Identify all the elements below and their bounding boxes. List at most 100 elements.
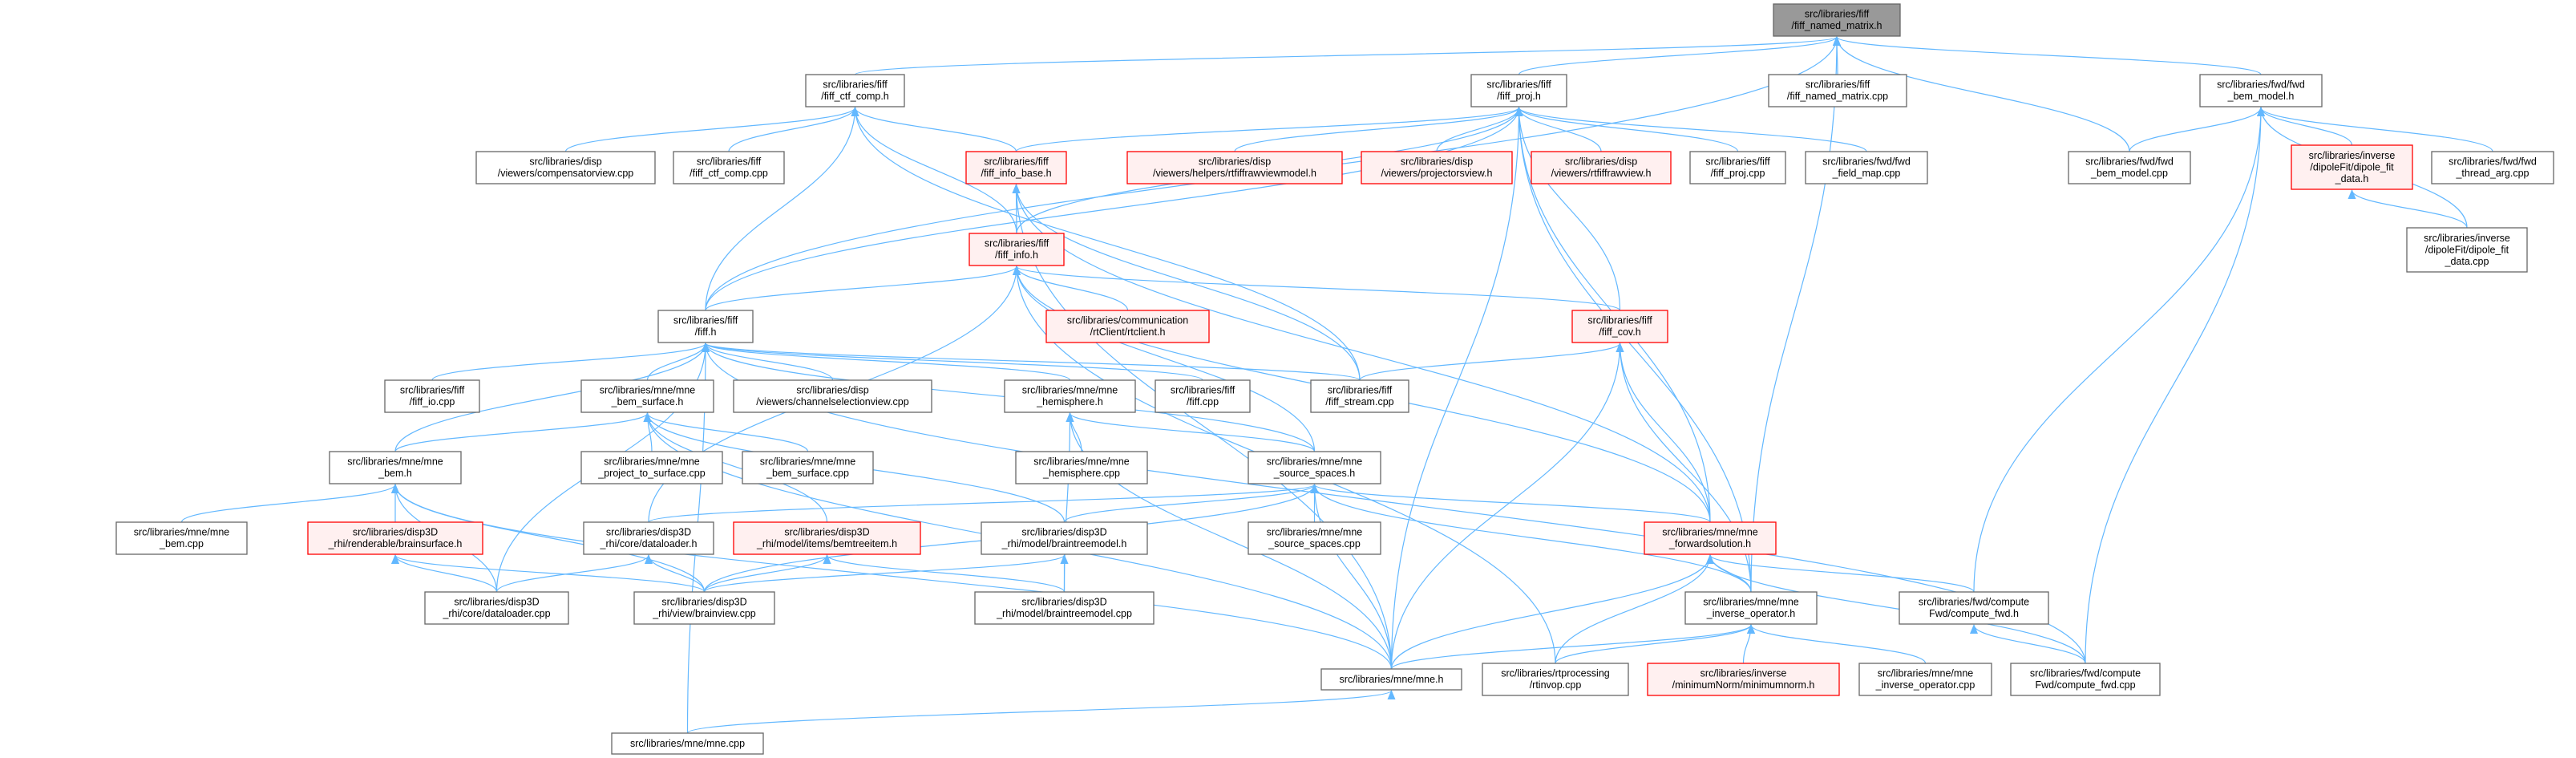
node-named-matrix-cpp[interactable]: src/libraries/fiff/fiff_named_matrix.cpp [1768, 74, 1907, 107]
node-label-line: _hemisphere.cpp [1042, 468, 1120, 479]
node-box [1045, 310, 1210, 343]
node-box [974, 591, 1155, 625]
edge-source_spaces_h-to-info_h [1013, 266, 1316, 452]
node-info-h[interactable]: src/libraries/fiff/fiff_info.h [969, 233, 1065, 266]
node-named-matrix-h[interactable]: src/libraries/fiff/fiff_named_matrix.h [1773, 3, 1901, 37]
node-bem-cpp[interactable]: src/libraries/mne/mne_bem.cpp [115, 521, 248, 555]
node-label-line: _bem_model.h [2227, 91, 2295, 102]
node-fiff-h[interactable]: src/libraries/fiff/fiff.h [657, 310, 754, 343]
node-rtinvop-cpp[interactable]: src/libraries/rtprocessing/rtinvop.cpp [1482, 663, 1629, 696]
edge-mne_h-to-forwardsolution_h [1390, 554, 1714, 670]
node-box [1644, 521, 1777, 555]
node-braintreemodel-cpp[interactable]: src/libraries/disp3D_rhi/model/braintree… [974, 591, 1155, 625]
node-label-line: src/libraries/fiff [1705, 156, 1770, 168]
node-fwd-bem-model-h[interactable]: src/libraries/fwd/fwd_bem_model.h [2199, 74, 2323, 107]
node-inverse-operator-cpp[interactable]: src/libraries/mne/mne_inverse_operator.c… [1858, 663, 1992, 696]
node-label-line: src/libraries/disp [1565, 156, 1637, 168]
node-label-line: src/libraries/inverse [1700, 668, 1787, 679]
edge-inverse_operator_h-to-source_spaces_h [1310, 484, 1752, 593]
node-bem-surface-h[interactable]: src/libraries/mne/mne_bem_surface.h [580, 379, 714, 413]
node-mne-cpp[interactable]: src/libraries/mne/mne.cpp [611, 732, 764, 755]
node-box [733, 521, 921, 555]
edge-cov_h-to-info_h [1013, 266, 1621, 311]
edge-brainview_cpp-to-dataloader_h [645, 554, 706, 593]
node-label-line: /viewers/helpers/rtfiffrawviewmodel.h [1153, 168, 1316, 179]
node-box [329, 451, 462, 484]
node-label-line: /fiff_named_matrix.cpp [1787, 91, 1888, 102]
node-bemtreeitem-h[interactable]: src/libraries/disp3D_rhi/model/items/bem… [733, 521, 921, 555]
node-dipole-fit-data-cpp[interactable]: src/libraries/inverse/dipoleFit/dipole_f… [2406, 227, 2528, 273]
node-hemisphere-h[interactable]: src/libraries/mne/mne_hemisphere.h [1004, 379, 1136, 413]
node-box [583, 521, 714, 555]
node-label-line: /rtClient/rtclient.h [1090, 326, 1166, 338]
node-dataloader-h[interactable]: src/libraries/disp3D_rhi/core/dataloader… [583, 521, 714, 555]
node-label-line: /fiff_info.h [995, 249, 1038, 261]
node-label-line: _source_spaces.h [1273, 468, 1356, 479]
node-channelselectionview-cpp[interactable]: src/libraries/disp/viewers/channelselect… [733, 379, 932, 413]
node-label-line: src/libraries/disp3D [1021, 527, 1106, 538]
node-inverse-operator-h[interactable]: src/libraries/mne/mne_inverse_operator.h [1684, 591, 1818, 625]
node-label-line: src/libraries/disp3D [454, 597, 539, 608]
node-forwardsolution-h[interactable]: src/libraries/mne/mne_forwardsolution.h [1644, 521, 1777, 555]
node-fwd-field-map-cpp[interactable]: src/libraries/fwd/fwd_field_map.cpp [1805, 151, 1928, 184]
node-brainview-cpp[interactable]: src/libraries/disp3D_rhi/view/brainview.… [633, 591, 775, 625]
node-stream-cpp[interactable]: src/libraries/fiff/fiff_stream.cpp [1310, 379, 1409, 413]
node-compute-fwd-h[interactable]: src/libraries/fwd/computeFwd/compute_fwd… [1899, 591, 2049, 625]
node-rtclient-h[interactable]: src/libraries/communication/rtClient/rtc… [1045, 310, 1210, 343]
node-hemisphere-cpp[interactable]: src/libraries/mne/mne_hemisphere.cpp [1015, 451, 1148, 484]
node-label-line: src/libraries/disp3D [606, 527, 691, 538]
node-box [2291, 144, 2413, 190]
node-box [1773, 3, 1901, 37]
node-source-spaces-cpp[interactable]: src/libraries/mne/mne_source_spaces.cpp [1248, 521, 1381, 555]
node-box [673, 151, 785, 184]
node-rtfiffrawview-h[interactable]: src/libraries/disp/viewers/rtfiffrawview… [1531, 151, 1672, 184]
node-fwd-thread-arg-cpp[interactable]: src/libraries/fwd/fwd_thread_arg.cpp [2431, 151, 2554, 184]
node-bem-surface-cpp[interactable]: src/libraries/mne/mne_bem_surface.cpp [742, 451, 874, 484]
node-rtfiffrawviewmodel-h[interactable]: src/libraries/disp/viewers/helpers/rtfif… [1126, 151, 1343, 184]
node-ctf-comp-cpp[interactable]: src/libraries/fiff/fiff_ctf_comp.cpp [673, 151, 785, 184]
edge-io_cpp-to-fiff_h [431, 343, 710, 381]
node-label-line: _rhi/model/braintreemodel.h [1001, 538, 1127, 549]
node-label-line: /minimumNorm/minimumnorm.h [1672, 679, 1815, 691]
node-compensatorview-cpp[interactable]: src/libraries/disp/viewers/compensatorvi… [475, 151, 656, 184]
node-bem-h[interactable]: src/libraries/mne/mne_bem.h [329, 451, 462, 484]
node-label-line: src/libraries/fiff [1806, 79, 1870, 91]
node-ctf-comp-h[interactable]: src/libraries/fiff/fiff_ctf_comp.h [805, 74, 905, 107]
node-label-line: src/libraries/mne/mne [1662, 527, 1758, 538]
node-cov-h[interactable]: src/libraries/fiff/fiff_cov.h [1571, 310, 1668, 343]
edge-proj_cpp-to-proj_h [1514, 107, 1739, 152]
edge-mne_h-to-proj_h [1390, 107, 1523, 670]
node-proj-h[interactable]: src/libraries/fiff/fiff_proj.h [1470, 74, 1567, 107]
node-label-line: /dipoleFit/dipole_fit [2310, 161, 2394, 172]
node-label-line: src/libraries/fiff [823, 79, 888, 91]
node-box [580, 379, 714, 413]
node-brainsurface-h[interactable]: src/libraries/disp3D_rhi/renderable/brai… [307, 521, 483, 555]
node-proj-cpp[interactable]: src/libraries/fiff/fiff_proj.cpp [1689, 151, 1786, 184]
node-minimumnorm-h[interactable]: src/libraries/inverse/minimumNorm/minimu… [1647, 663, 1840, 696]
node-box [384, 379, 480, 413]
node-mne-h[interactable]: src/libraries/mne/mne.h [1320, 668, 1462, 691]
edge-proj_h-to-named_matrix_h [1518, 36, 1841, 75]
node-compute-fwd-cpp[interactable]: src/libraries/fwd/computeFwd/compute_fwd… [2010, 663, 2161, 696]
node-label-line: _bem.h [378, 468, 412, 479]
node-label-line: src/libraries/disp3D [784, 527, 869, 538]
edge-info_base_h-to-ctf_comp_h [851, 107, 1017, 152]
node-projectorsview-h[interactable]: src/libraries/disp/viewers/projectorsvie… [1361, 151, 1513, 184]
node-fwd-bem-model-cpp[interactable]: src/libraries/fwd/fwd_bem_model.cpp [2068, 151, 2191, 184]
node-io-cpp[interactable]: src/libraries/fiff/fiff_io.cpp [384, 379, 480, 413]
node-label-line: src/libraries/mne/mne [1703, 597, 1799, 608]
edge-mne_h-to-bem_h [391, 484, 1393, 670]
edge-braintreemodel_cpp-to-hemisphere_h [1063, 412, 1074, 593]
edge-mne_h-to-inverse_operator_h [1390, 624, 1755, 670]
node-label-line: src/libraries/fwd/fwd [1822, 156, 1911, 168]
node-dipole-fit-data-h[interactable]: src/libraries/inverse/dipoleFit/dipole_f… [2291, 144, 2413, 190]
edge-channelselectionview_cpp-to-fiff_h [702, 343, 834, 381]
node-dataloader-cpp[interactable]: src/libraries/disp3D_rhi/core/dataloader… [424, 591, 569, 625]
node-fiff-cpp[interactable]: src/libraries/fiff/fiff.cpp [1155, 379, 1251, 413]
node-source-spaces-h[interactable]: src/libraries/mne/mne_source_spaces.h [1248, 451, 1381, 484]
node-braintreemodel-h[interactable]: src/libraries/disp3D_rhi/model/braintree… [981, 521, 1148, 555]
node-info-base-h[interactable]: src/libraries/fiff/fiff_info_base.h [965, 151, 1067, 184]
node-label-line: /fiff_io.cpp [410, 396, 455, 407]
node-label-line: src/libraries/mne/mne [134, 527, 230, 538]
node-project-to-surface-cpp[interactable]: src/libraries/mne/mne_project_to_surface… [580, 451, 723, 484]
